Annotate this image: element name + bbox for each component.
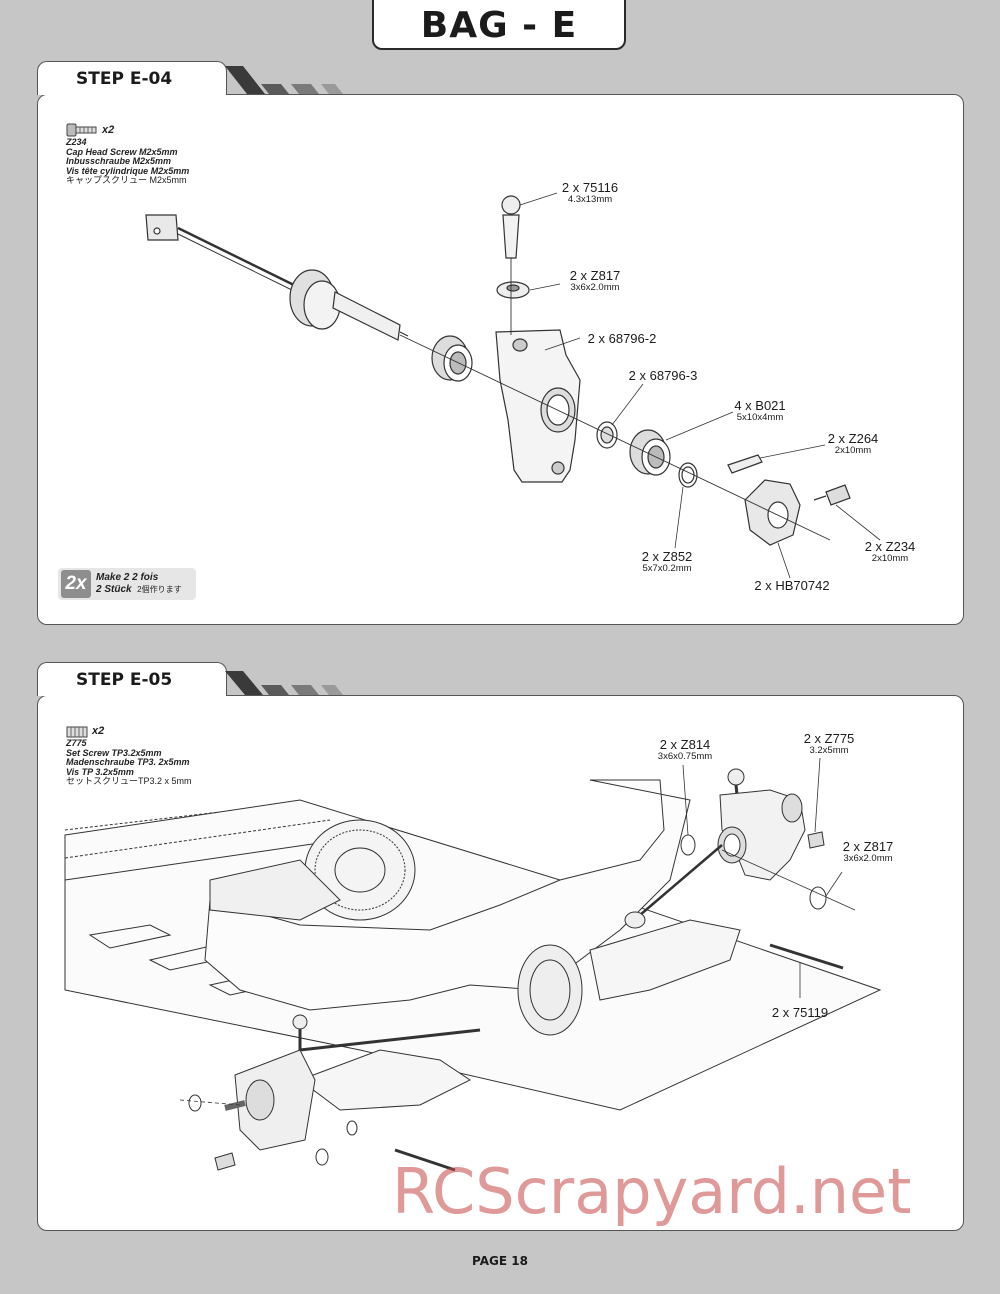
callout-z264: 2 x Z264 2x10mm <box>827 431 879 456</box>
callout-z234: 2 x Z234 2x10mm <box>864 539 916 564</box>
make-count: 2x <box>61 570 91 598</box>
make-line-1: Make 2 2 fois <box>96 572 159 583</box>
callout-z852: 2 x Z852 5x7x0.2mm <box>641 549 693 574</box>
set-screw-icon <box>66 726 88 738</box>
watermark: RCScrapyard.net <box>392 1155 912 1228</box>
hardware-desc-fr: Vis tête cylindrique M2x5mm <box>66 165 190 176</box>
hardware-desc-de: Inbusschraube M2x5mm <box>66 156 172 166</box>
step-e04-stripes <box>225 66 343 94</box>
bag-title: BAG - E <box>420 4 578 46</box>
hardware-desc-de: Madenschraube TP3. 2x5mm <box>66 757 190 767</box>
make-line-2-jp: 2個作ります <box>137 585 182 594</box>
step-e05-hardware: x2 Z775 Set Screw TP3.2x5mm Madenschraub… <box>66 725 192 787</box>
bag-header-tab: BAG - E <box>372 0 626 50</box>
hardware-qty: x2 <box>102 124 115 136</box>
make-2-badge: 2x Make 2 2 fois 2 Stück 2個作ります <box>58 568 196 600</box>
step-e05-tab: STEP E-05 <box>37 662 227 696</box>
callout-68796-3: 2 x 68796-3 <box>628 368 698 383</box>
step-e05-stripes <box>225 671 343 695</box>
page-number: PAGE 18 <box>472 1254 528 1268</box>
callout-b021: 4 x B021 5x10x4mm <box>734 398 786 423</box>
callout-hb70742: 2 x HB70742 <box>754 578 830 593</box>
hardware-code: Z234 <box>66 137 87 147</box>
step-e04-hardware: x2 Z234 Cap Head Screw M2x5mm Inbusschra… <box>66 122 189 186</box>
hardware-desc-en: Cap Head Screw M2x5mm <box>66 146 178 157</box>
callout-z817-e05: 2 x Z817 3x6x2.0mm <box>842 839 894 864</box>
cap-screw-icon <box>66 123 97 137</box>
callout-z817-e04: 2 x Z817 3x6x2.0mm <box>569 268 621 293</box>
callout-z775: 2 x Z775 3.2x5mm <box>803 731 855 756</box>
hardware-qty: x2 <box>92 725 105 737</box>
hardware-desc-en: Set Screw TP3.2x5mm <box>66 747 162 758</box>
make-line-2: 2 Stück <box>96 584 132 595</box>
callout-68796-2: 2 x 68796-2 <box>587 331 657 346</box>
step-e04-label: STEP E-04 <box>76 69 173 89</box>
callout-75116: 2 x 75116 4.3x13mm <box>561 180 619 205</box>
hardware-desc-fr: Vis TP 3.2x5mm <box>66 766 134 777</box>
callout-75119: 2 x 75119 <box>771 1005 829 1020</box>
callout-z814: 2 x Z814 3x6x0.75mm <box>657 737 713 762</box>
step-e04-tab: STEP E-04 <box>37 61 227 95</box>
step-e05-label: STEP E-05 <box>76 670 173 690</box>
hardware-code: Z775 <box>66 738 87 748</box>
hardware-desc-jp: セットスクリューTP3.2 x 5mm <box>66 776 192 786</box>
hardware-desc-jp: キャップスクリュー M2x5mm <box>66 175 187 185</box>
